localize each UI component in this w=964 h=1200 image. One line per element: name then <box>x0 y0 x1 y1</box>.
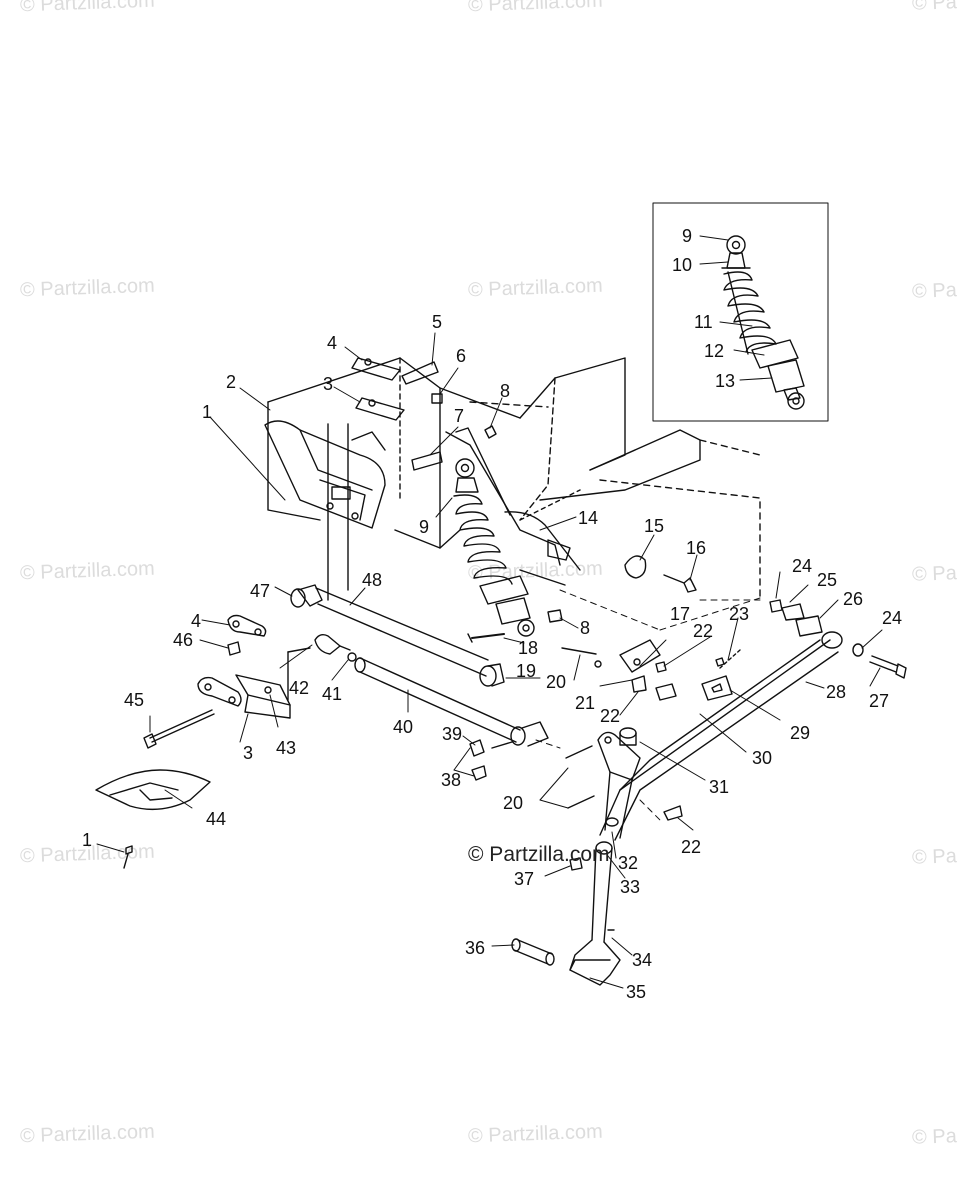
callout-label: 10 <box>672 255 692 275</box>
callout-label: 5 <box>432 312 442 332</box>
bushing-36 <box>511 938 555 966</box>
inset-shock-absorber <box>721 235 805 410</box>
callout-label: 12 <box>704 341 724 361</box>
frame-chassis <box>267 357 761 601</box>
callout-label: 15 <box>644 516 664 536</box>
callout-label: 4 <box>191 611 201 631</box>
callout-label: 22 <box>600 706 620 726</box>
callout-label: 7 <box>454 406 464 426</box>
callout-label: 20 <box>546 672 566 692</box>
center-watermark: © Partzilla.com <box>468 843 610 866</box>
callout-label: 25 <box>817 570 837 590</box>
callout-label: 16 <box>686 538 706 558</box>
callout-numbers: 1 2 3 4 5 6 7 8 9 14 15 16 9 10 11 12 13… <box>82 226 902 1002</box>
callout-label: 35 <box>626 982 646 1002</box>
callout-label: 23 <box>729 604 749 624</box>
callout-label: 36 <box>465 938 485 958</box>
front-bracket <box>264 420 386 529</box>
rod-end-42 <box>287 633 357 701</box>
hardware-bits <box>467 599 907 871</box>
callout-label: 9 <box>682 226 692 246</box>
shock-inset-box <box>652 202 829 422</box>
callout-label: 33 <box>620 877 640 897</box>
callout-label: 20 <box>503 793 523 813</box>
steering-parts <box>619 639 733 746</box>
callout-label: 41 <box>322 684 342 704</box>
callout-label: 40 <box>393 717 413 737</box>
callout-label: 14 <box>578 508 598 528</box>
callout-label: 46 <box>173 630 193 650</box>
callout-label: 22 <box>693 621 713 641</box>
callout-label: 19 <box>516 661 536 681</box>
upper-bracket-14 <box>445 427 581 586</box>
callout-label: 4 <box>327 333 337 353</box>
callout-label: 22 <box>681 837 701 857</box>
callout-label: 21 <box>575 693 595 713</box>
callout-label: 48 <box>362 570 382 590</box>
callout-leaders <box>96 235 883 989</box>
spindle-housing <box>597 731 641 839</box>
callout-label: 1 <box>202 402 212 422</box>
callout-label: 26 <box>843 589 863 609</box>
callout-label: 3 <box>243 743 253 763</box>
bolt-1-lower <box>123 845 133 869</box>
callout-label: 8 <box>500 381 510 401</box>
callout-label: 47 <box>250 581 270 601</box>
callout-label: 8 <box>580 618 590 638</box>
upper-control-arm-48 <box>290 584 505 687</box>
callout-label: 44 <box>206 809 226 829</box>
callout-label: 17 <box>670 604 690 624</box>
callout-label: 43 <box>276 738 296 758</box>
callout-label: 3 <box>323 374 333 394</box>
callout-label: 39 <box>442 724 462 744</box>
assembly-guide-lines <box>535 589 761 821</box>
main-shock-absorber <box>453 458 535 637</box>
callout-label: 2 <box>226 372 236 392</box>
callout-label: 29 <box>790 723 810 743</box>
callout-label: 30 <box>752 748 772 768</box>
callout-label: 13 <box>715 371 735 391</box>
callout-label: 42 <box>289 678 309 698</box>
callout-label: 37 <box>514 869 534 889</box>
lower-rod-40 <box>354 657 549 747</box>
left-plates <box>197 614 291 719</box>
callout-label: 34 <box>632 950 652 970</box>
callout-label: 45 <box>124 690 144 710</box>
bushing-15 <box>624 555 697 593</box>
callout-label: 6 <box>456 346 466 366</box>
callout-label: 31 <box>709 777 729 797</box>
callout-label: 18 <box>518 638 538 658</box>
callout-label: 1 <box>82 830 92 850</box>
callout-label: 11 <box>694 312 713 332</box>
plates-top <box>351 357 497 471</box>
callout-label: 24 <box>882 608 902 628</box>
callout-label: 24 <box>792 556 812 576</box>
callout-label: 32 <box>618 853 638 873</box>
bolt-45 <box>143 709 215 749</box>
callout-label: 28 <box>826 682 846 702</box>
skid-plate-44 <box>95 769 211 811</box>
steering-spindle <box>569 817 621 986</box>
callout-label: 27 <box>869 691 889 711</box>
callout-label: 38 <box>441 770 461 790</box>
callout-label: 9 <box>419 517 429 537</box>
